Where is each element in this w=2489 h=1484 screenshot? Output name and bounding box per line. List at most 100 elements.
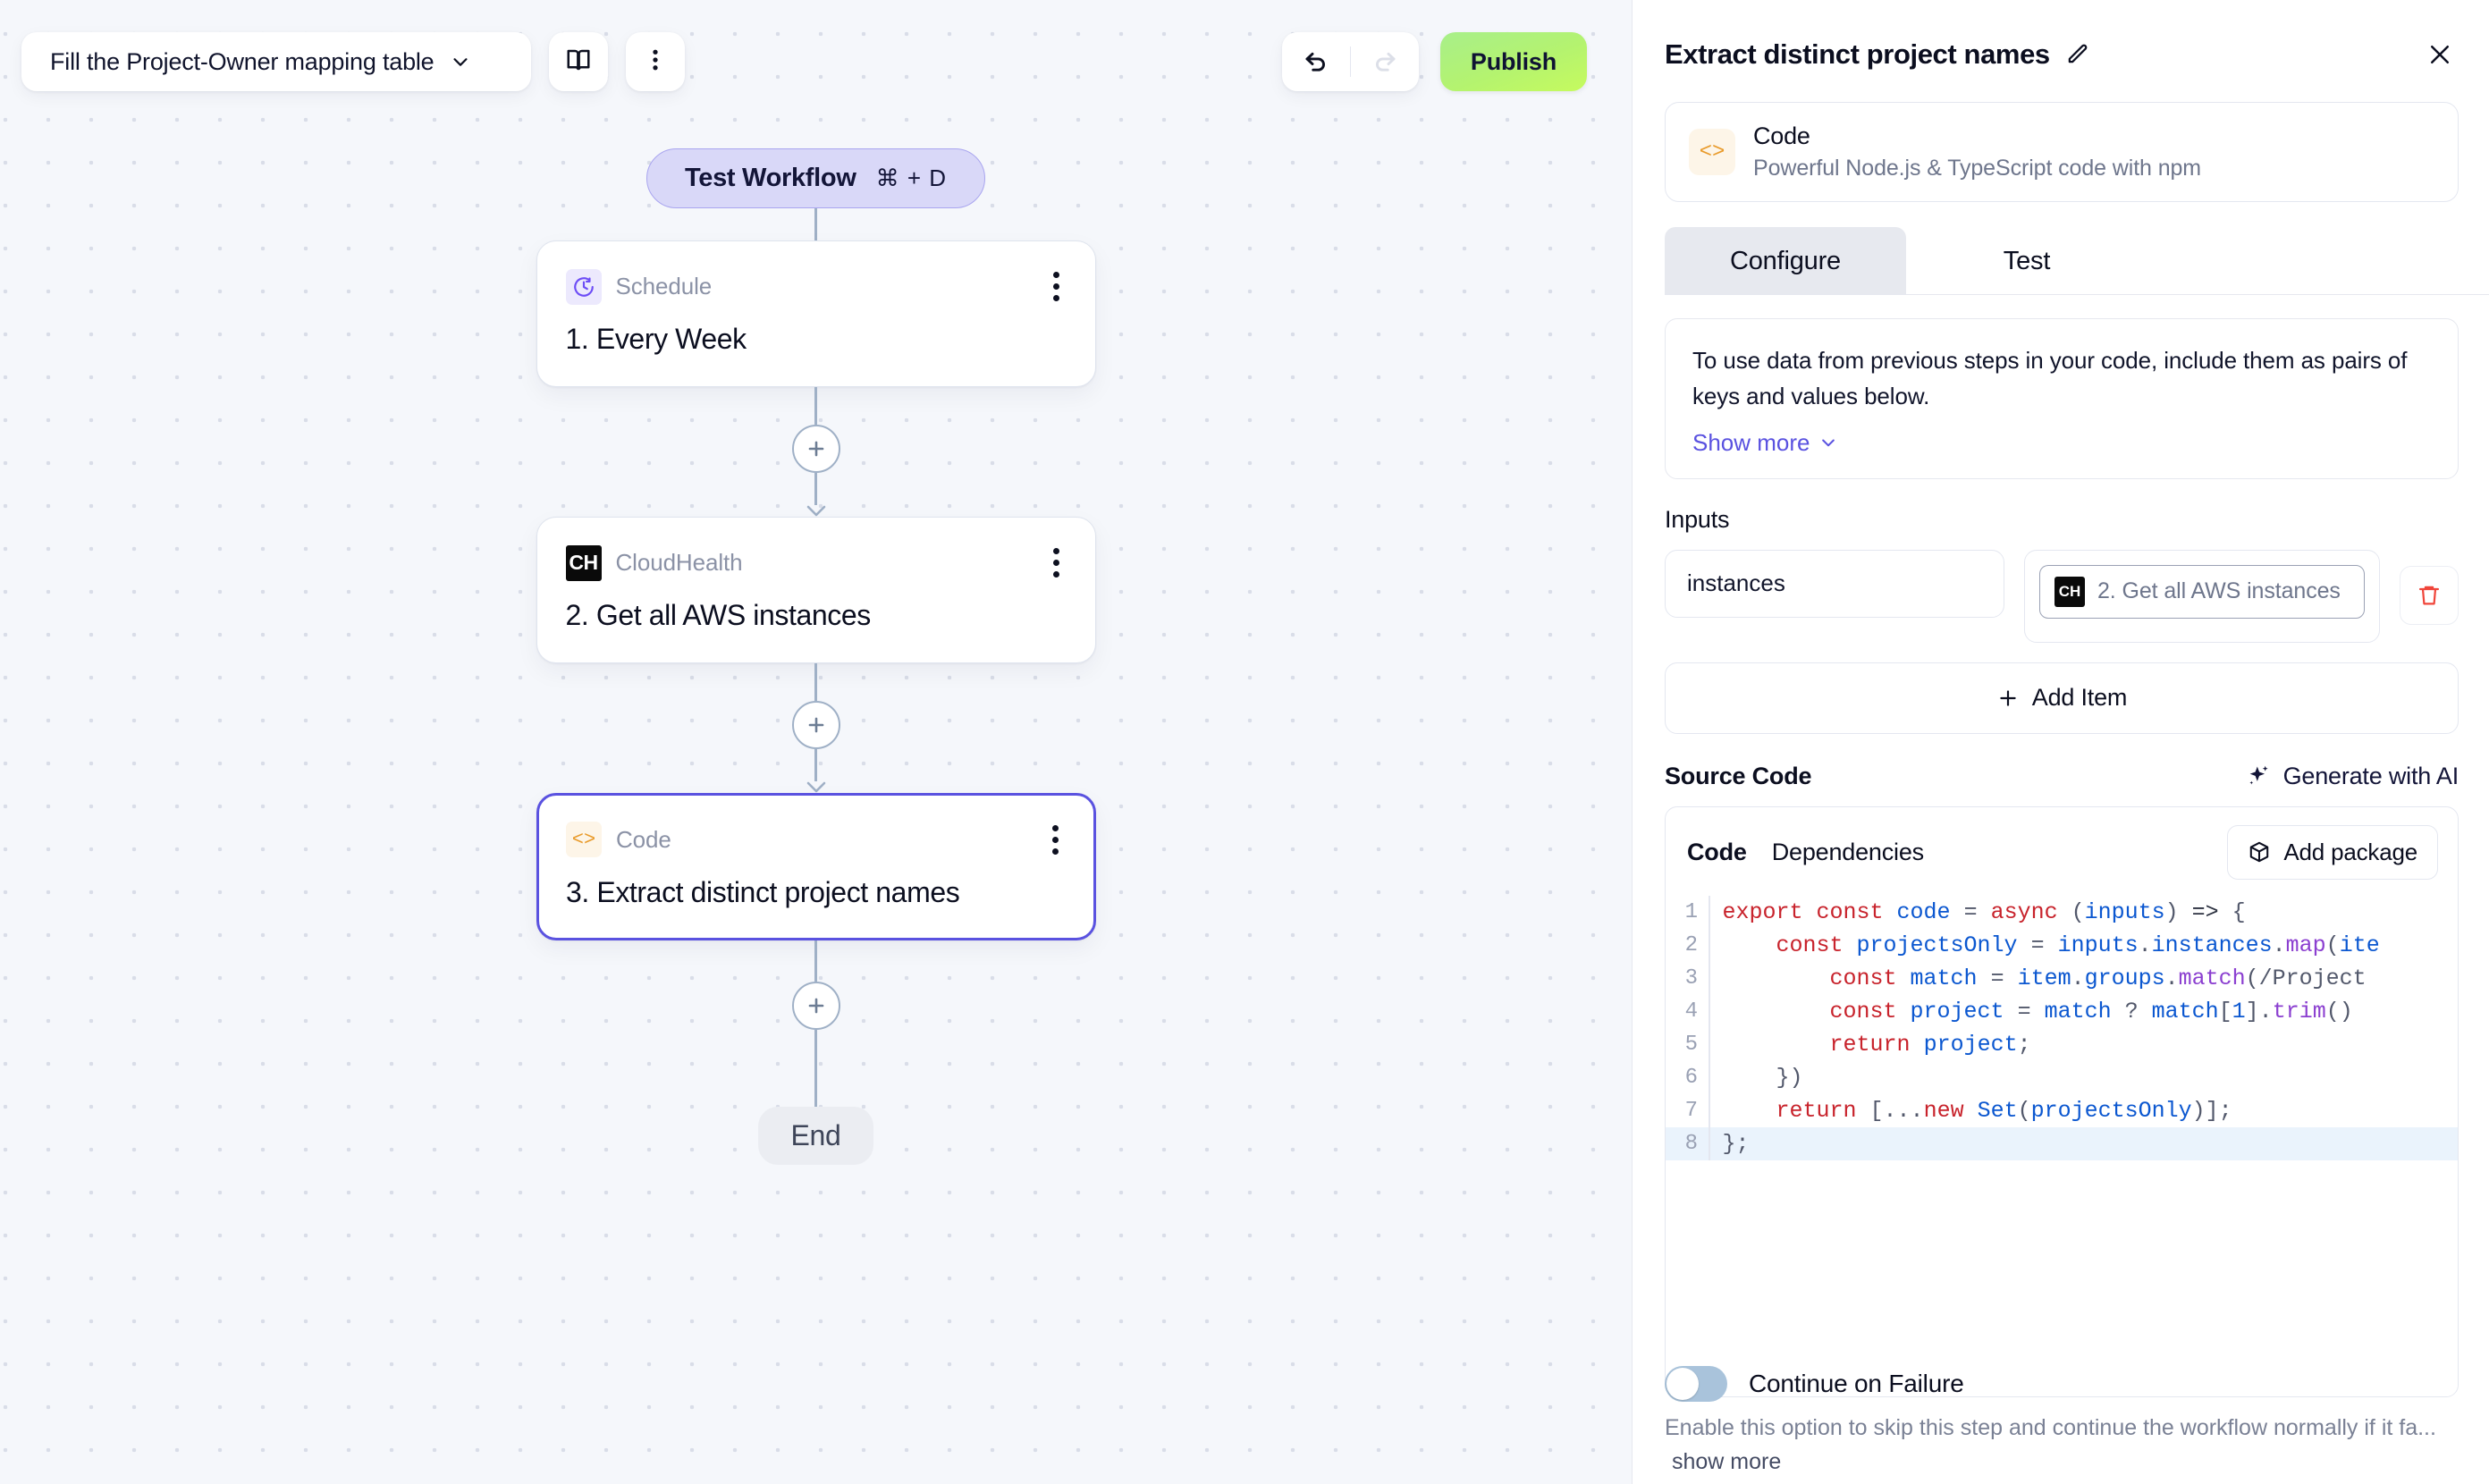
code-line: 2 const projectsOnly = inputs.instances.… — [1666, 928, 2458, 962]
pencil-icon[interactable] — [2064, 42, 2089, 67]
close-icon[interactable] — [2421, 36, 2459, 73]
publish-button[interactable]: Publish — [1439, 32, 1587, 91]
canvas-toolbar-right: Publish — [1281, 32, 1587, 91]
tab-configure[interactable]: Configure — [1665, 227, 1906, 294]
connector-line — [814, 473, 817, 505]
cloudhealth-logo-icon: CH — [565, 544, 602, 581]
add-package-button[interactable]: Add package — [2227, 824, 2438, 880]
undo-button[interactable] — [1282, 32, 1350, 91]
workflow-node-code[interactable]: <> Code 3. Extract distinct project name… — [536, 793, 1096, 940]
code-line-text: return [...new Set(projectsOnly)]; — [1776, 1097, 2232, 1124]
panel-header: Extract distinct project names — [1633, 0, 2489, 73]
gutter-divider — [1709, 1027, 1710, 1061]
continue-on-failure-show-more[interactable]: show more — [1672, 1449, 1782, 1474]
panel-title: Extract distinct project names — [1665, 38, 2050, 70]
continue-on-failure-row: Continue on Failure — [1665, 1366, 2459, 1402]
chevron-down-icon — [451, 52, 470, 72]
input-value-chip-label: 2. Get all AWS instances — [2097, 578, 2341, 603]
info-box: To use data from previous steps in your … — [1665, 318, 2459, 479]
more-options-button[interactable] — [626, 32, 685, 91]
gutter-divider — [1709, 994, 1710, 1028]
undo-redo-group — [1281, 32, 1419, 91]
source-code-label: Source Code — [1665, 762, 1812, 789]
continue-on-failure-label: Continue on Failure — [1749, 1370, 1964, 1397]
add-step-button[interactable] — [791, 982, 840, 1030]
line-number: 7 — [1684, 1098, 1698, 1123]
generate-with-ai-label: Generate with AI — [2282, 762, 2459, 789]
source-code-header: Source Code Generate with AI — [1665, 763, 2459, 790]
delete-input-button[interactable] — [2400, 565, 2459, 625]
node-type-label: CloudHealth — [615, 549, 743, 576]
node-menu-icon[interactable] — [1045, 822, 1066, 858]
panel-tabs: Configure Test — [1665, 227, 2489, 295]
node-type-label: Schedule — [615, 273, 713, 299]
input-row: instances CH 2. Get all AWS instances — [1665, 549, 2459, 643]
workflow-selector[interactable]: Fill the Project-Owner mapping table — [21, 32, 531, 91]
info-text: To use data from previous steps in your … — [1692, 347, 2408, 410]
workflow-node-cloudhealth[interactable]: CH CloudHealth 2. Get all AWS instances — [536, 517, 1096, 663]
connector-line — [814, 1030, 817, 1107]
plus-icon — [808, 717, 823, 733]
step-type-card: <> Code Powerful Node.js & TypeScript co… — [1665, 102, 2459, 202]
test-workflow-button[interactable]: Test Workflow ⌘ + D — [645, 148, 986, 208]
plus-icon — [808, 998, 823, 1014]
connector-line — [814, 387, 817, 425]
code-icon: <> — [566, 822, 602, 857]
editor-tab-code[interactable]: Code — [1687, 838, 1747, 865]
canvas-toolbar-left: Fill the Project-Owner mapping table — [21, 32, 685, 91]
connector-line — [814, 208, 817, 240]
code-line: 8}; — [1666, 1126, 2458, 1160]
input-value-box[interactable]: CH 2. Get all AWS instances — [2024, 549, 2380, 643]
continue-on-failure-help: Enable this option to skip this step and… — [1665, 1415, 2436, 1440]
docs-button[interactable] — [549, 32, 608, 91]
generate-with-ai-button[interactable]: Generate with AI — [2246, 763, 2459, 790]
step-type-title: Code — [1753, 122, 1810, 149]
inputs-label: Inputs — [1665, 505, 1730, 533]
line-number: 3 — [1684, 965, 1698, 991]
workflow-canvas[interactable]: Fill the Project-Owner mapping table — [0, 0, 1632, 1484]
test-workflow-label: Test Workflow — [684, 164, 856, 192]
gutter-divider — [1709, 1093, 1710, 1127]
cloudhealth-logo-icon: CH — [2054, 576, 2085, 607]
connector-arrow-icon — [806, 781, 825, 793]
line-number: 8 — [1684, 1131, 1698, 1156]
node-menu-icon[interactable] — [1046, 268, 1067, 305]
node-header: CH CloudHealth — [565, 544, 1067, 581]
add-item-button[interactable]: Add Item — [1665, 662, 2459, 734]
continue-on-failure-toggle[interactable] — [1665, 1366, 1727, 1402]
workflow-end-node: End — [758, 1107, 873, 1165]
step-config-panel: Extract distinct project names <> Code P… — [1632, 0, 2489, 1484]
code-line-text: return project; — [1829, 1031, 2031, 1058]
workflow-graph: Test Workflow ⌘ + D Schedule 1. Every We… — [0, 148, 1632, 1165]
gutter-divider — [1709, 1126, 1710, 1160]
panel-body: To use data from previous steps in your … — [1633, 318, 2489, 1397]
gutter-divider — [1709, 928, 1710, 962]
toolbar-divider — [1349, 46, 1351, 77]
node-type-label: Code — [616, 825, 671, 853]
add-step-button[interactable] — [791, 701, 840, 749]
node-title: 3. Extract distinct project names — [566, 875, 960, 908]
tab-test[interactable]: Test — [2003, 247, 2051, 275]
node-title: 1. Every Week — [565, 323, 747, 355]
gutter-divider — [1709, 961, 1710, 995]
code-line-text: const match = item.groups.match(/Project — [1829, 965, 2367, 991]
code-line: 4 const project = match ? match[1].trim(… — [1666, 994, 2458, 1028]
workflow-node-schedule[interactable]: Schedule 1. Every Week — [536, 240, 1096, 387]
node-menu-icon[interactable] — [1046, 544, 1067, 581]
input-key-field[interactable]: instances — [1665, 549, 2004, 618]
code-line-text: const projectsOnly = inputs.instances.ma… — [1776, 932, 2380, 958]
input-value-chip[interactable]: CH 2. Get all AWS instances — [2039, 564, 2365, 619]
add-step-button[interactable] — [791, 425, 840, 473]
code-icon: <> — [1689, 129, 1735, 175]
undo-icon — [1302, 46, 1330, 79]
node-header: Schedule — [565, 268, 1067, 305]
gutter-divider — [1709, 1060, 1710, 1094]
add-item-label: Add Item — [2031, 684, 2128, 712]
editor-tab-dependencies[interactable]: Dependencies — [1771, 838, 1924, 865]
redo-icon — [1371, 46, 1399, 79]
plus-icon — [808, 441, 823, 457]
redo-button[interactable] — [1351, 32, 1419, 91]
show-more-link[interactable]: Show more — [1692, 429, 1837, 457]
